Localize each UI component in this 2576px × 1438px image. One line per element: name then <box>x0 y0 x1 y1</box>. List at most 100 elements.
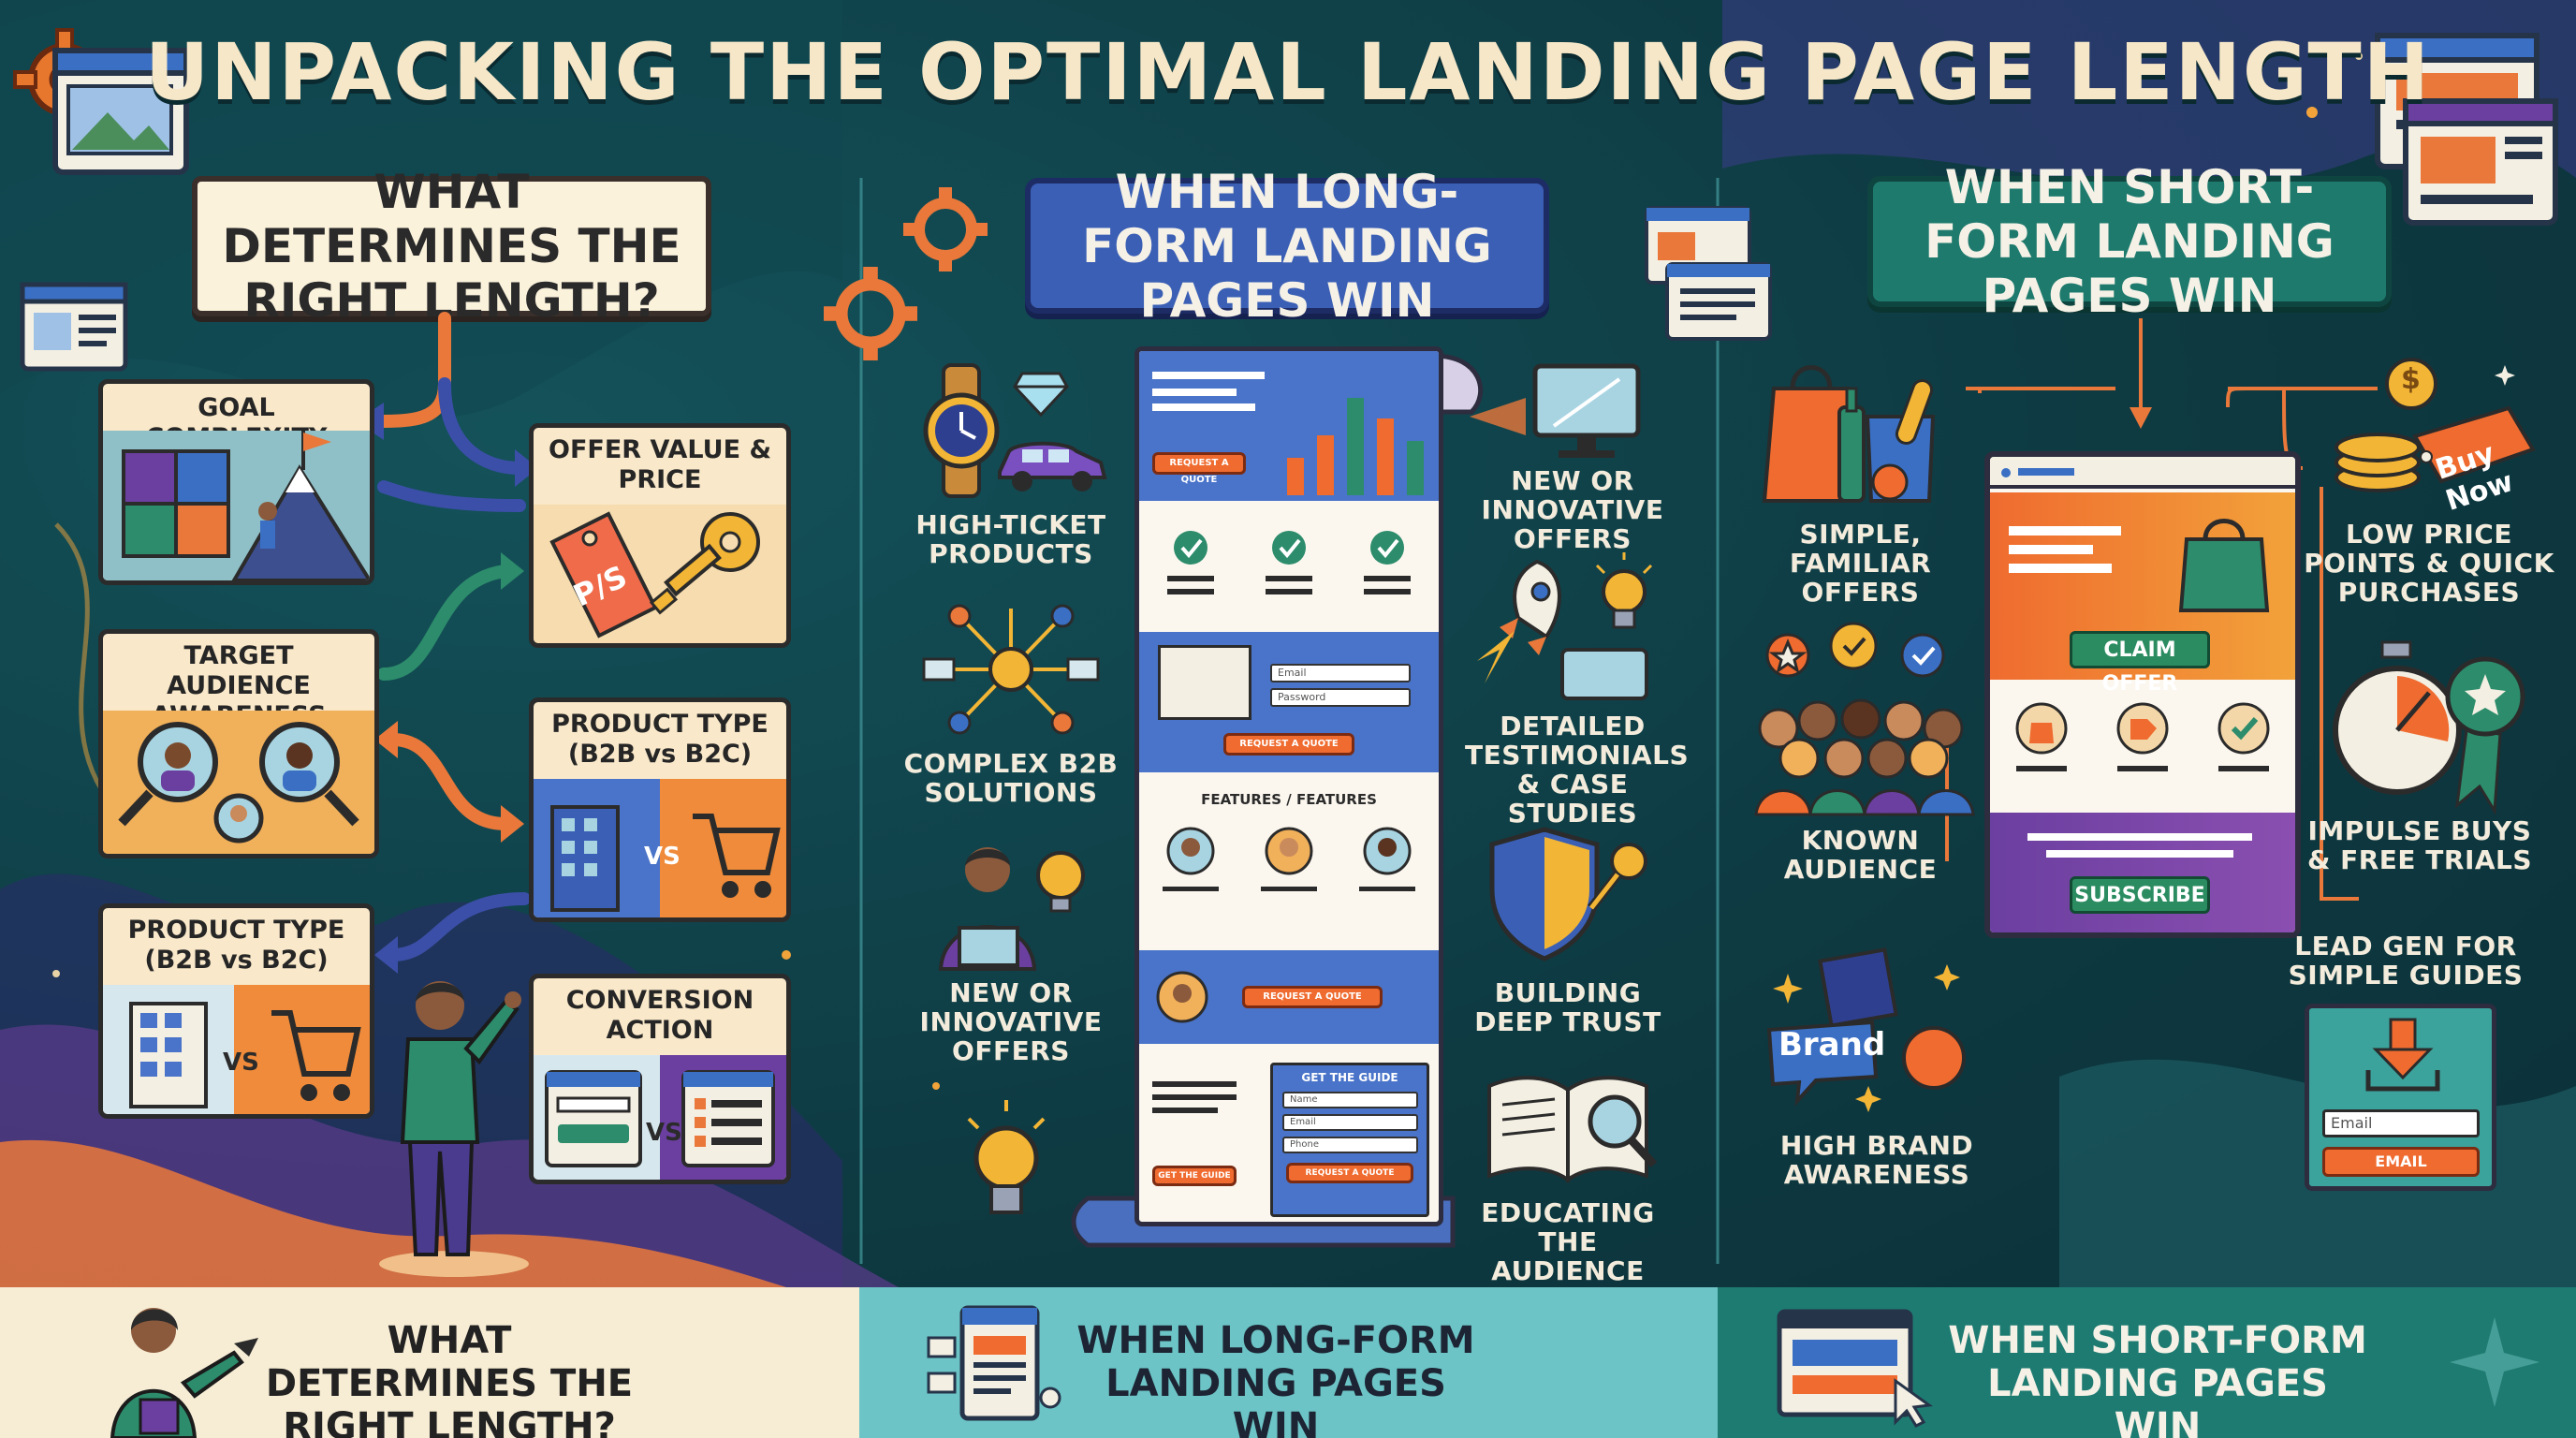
label-educating: EDUCATING THE AUDIENCE <box>1481 1197 1655 1286</box>
label-brand-awareness: HIGH BRAND AWARENESS <box>1779 1130 1974 1190</box>
page-title: UNPACKING THE OPTIMAL LANDING PAGE LENGT… <box>145 26 2431 118</box>
card-conversion-action: CONVERSION ACTION VS <box>529 974 791 1184</box>
coin-symbol: $ <box>2401 363 2421 396</box>
monitor-icon <box>1470 363 1641 458</box>
long-form-page-mockup: REQUEST A QUOTE Email Password REQUEST A… <box>1134 346 1443 1226</box>
email-input[interactable]: Email <box>2322 1109 2480 1137</box>
connector-arrows <box>356 312 538 974</box>
label-testimonials: DETAILED TESTIMONIALS & CASE STUDIES <box>1465 711 1690 829</box>
vs-label: VS <box>646 1119 682 1147</box>
cta-strip: REQUEST A QUOTE <box>1139 950 1439 1044</box>
price-tag-key-icon <box>534 505 786 643</box>
footer-label-long-form: WHEN LONG-FORM LANDING PAGES WIN <box>1076 1319 1475 1438</box>
offer-section: CLAIM OFFER <box>1990 492 2295 696</box>
label-simple-offers: SIMPLE, FAMILIAR OFFERS <box>1789 519 1932 608</box>
shopping-bag-icon <box>1762 365 1936 503</box>
request-quote-button[interactable]: REQUEST A QUOTE <box>1242 986 1383 1008</box>
request-quote-button[interactable]: REQUEST A QUOTE <box>1223 733 1354 756</box>
section-banner-label: WHAT DETERMINES THE RIGHT LENGTH? <box>222 165 681 328</box>
browser-window-icon <box>20 282 128 372</box>
browser-window-icon <box>2375 33 2558 226</box>
lead-gen-form: Email EMAIL <box>2305 1004 2496 1191</box>
request-quote-button[interactable]: REQUEST A QUOTE <box>1286 1163 1413 1183</box>
magnifier-people-icon <box>103 711 374 854</box>
feature-icons-row <box>2015 702 2270 771</box>
name-field[interactable]: Name <box>1282 1092 1418 1108</box>
claim-offer-button[interactable]: CLAIM OFFER <box>2070 631 2210 696</box>
label-lead-gen: LEAD GEN FOR SIMPLE GUIDES <box>2288 931 2524 990</box>
get-guide-button[interactable]: GET THE GUIDE <box>1152 1166 1237 1186</box>
coins-tag-icon <box>2334 358 2536 492</box>
footer-label-short-form: WHEN SHORT-FORM LANDING PAGES WIN <box>1948 1319 2367 1438</box>
car-icon <box>998 441 1107 492</box>
request-quote-button[interactable]: REQUEST A QUOTE <box>1152 452 1246 485</box>
brand-speech-text: Brand <box>1778 1026 1886 1064</box>
browser-window-icon <box>52 48 189 175</box>
subscribe-button[interactable]: SUBSCRIBE <box>2070 876 2210 914</box>
brand-icon <box>1766 947 1966 1112</box>
sparkle-icon <box>2450 1317 2539 1407</box>
card-offer-value: OFFER VALUE & PRICE P/S <box>529 423 791 648</box>
card-title: CONVERSION ACTION <box>565 986 754 1045</box>
section-banner-label: WHEN LONG-FORM LANDING PAGES WIN <box>1082 164 1492 328</box>
card-product-type-right: PRODUCT TYPE (B2B vs B2C) VS <box>529 697 791 922</box>
puzzle-mountain-icon <box>103 431 370 580</box>
hero-section: REQUEST A QUOTE <box>1139 351 1439 501</box>
section-banner-determines: WHAT DETERMINES THE RIGHT LENGTH? <box>192 165 711 328</box>
card-title: OFFER VALUE & PRICE <box>549 435 771 494</box>
section-banner-short-form: WHEN SHORT-FORM LANDING PAGES WIN <box>1867 160 2392 323</box>
vs-label: VS <box>223 1049 259 1077</box>
card-target-audience: TARGET AUDIENCE AWARENESS <box>98 629 379 858</box>
shopping-bag-icon <box>2178 519 2270 612</box>
shield-key-icon <box>1489 827 1647 961</box>
footer-panel-long-form: WHEN LONG-FORM LANDING PAGES WIN <box>859 1287 1718 1438</box>
login-form-section: Email Password REQUEST A QUOTE <box>1139 632 1439 772</box>
bar-chart-icon <box>1287 398 1424 495</box>
building-vs-cart-icon <box>534 779 786 917</box>
lightbulb-icon <box>1595 552 1653 629</box>
phone-field[interactable]: Phone <box>1282 1137 1418 1153</box>
guide-form-section: GET THE GUIDE GET THE GUIDE Name Email P… <box>1139 1053 1439 1222</box>
email-field[interactable]: Email <box>1282 1114 1418 1131</box>
card-title: PRODUCT TYPE (B2B vs B2C) <box>127 916 345 975</box>
pointing-person-illustration <box>379 981 529 1277</box>
stopwatch-ribbon-icon <box>2333 640 2525 815</box>
network-icon <box>922 604 1100 735</box>
label-high-ticket: HIGH-TICKET PRODUCTS <box>915 509 1106 569</box>
download-icon <box>2365 1018 2440 1092</box>
gear-icon <box>903 187 988 271</box>
known-audience-icon <box>1754 622 1975 816</box>
lightbulb-icon <box>967 1100 1046 1214</box>
features-heading: FEATURES / FEATURES <box>1201 791 1377 808</box>
diamond-icon <box>1013 372 1069 418</box>
label-low-price: LOW PRICE POINTS & QUICK PURCHASES <box>2304 519 2554 608</box>
long-page-icon <box>927 1305 1061 1421</box>
rocket-icon <box>1477 559 1561 683</box>
flow-arrows <box>1945 318 2378 901</box>
label-new-innovative-left: NEW OR INNOVATIVE OFFERS <box>919 977 1103 1066</box>
tablet-icon <box>1560 648 1648 700</box>
short-page-cursor-icon <box>1777 1309 1933 1428</box>
label-impulse: IMPULSE BUYS & FREE TRIALS <box>2306 815 2533 875</box>
subscribe-section: SUBSCRIBE <box>1990 813 2295 932</box>
email-field[interactable]: Email <box>1270 664 1411 682</box>
footer-label-determines: WHAT DETERMINES THE RIGHT LENGTH? <box>265 1319 634 1438</box>
password-field[interactable]: Password <box>1270 688 1411 707</box>
label-complex-b2b: COMPLEX B2B SOLUTIONS <box>903 748 1119 808</box>
card-goal-complexity: GOAL COMPLEXITY <box>98 379 374 585</box>
label-deep-trust: BUILDING DEEP TRUST <box>1474 977 1661 1037</box>
book-magnifier-icon <box>1487 1076 1658 1183</box>
gear-icon <box>824 267 917 360</box>
vs-label: VS <box>644 843 681 871</box>
person-laptop-icon <box>938 847 1085 971</box>
card-title: PRODUCT TYPE (B2B vs B2C) <box>551 710 768 769</box>
email-button[interactable]: EMAIL <box>2322 1147 2480 1177</box>
presenter-icon <box>110 1308 258 1438</box>
section-banner-long-form: WHEN LONG-FORM LANDING PAGES WIN <box>1025 165 1549 328</box>
footer-panel-short-form: WHEN SHORT-FORM LANDING PAGES WIN <box>1718 1287 2576 1438</box>
building-vs-cart-icon <box>103 985 370 1114</box>
label-new-innovative-right: NEW OR INNOVATIVE OFFERS <box>1481 465 1664 554</box>
guide-form-title: GET THE GUIDE <box>1301 1071 1398 1084</box>
label-known-audience: KNOWN AUDIENCE <box>1783 825 1938 885</box>
